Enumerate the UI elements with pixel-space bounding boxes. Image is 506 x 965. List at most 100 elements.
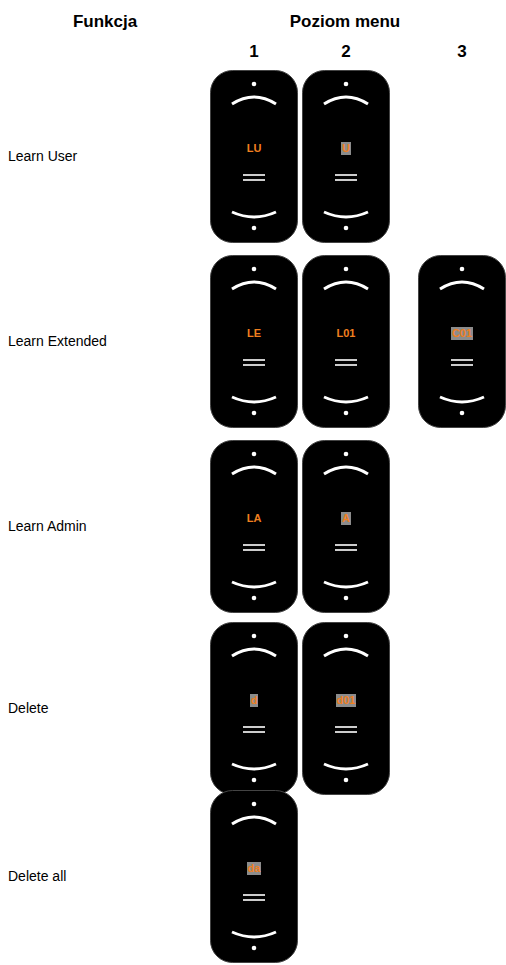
top-arc [232,282,276,289]
function-name: Delete all [8,868,66,884]
equals-line [243,544,265,546]
top-dot [460,267,465,272]
remote-display: A [302,440,390,613]
column-header: Funkcja [73,12,137,32]
top-arc [324,282,368,289]
bottom-arc [232,212,276,217]
display-code: L01 [336,327,357,340]
equals-line [243,894,265,896]
display-code: LE [246,327,262,340]
remote-display: U [302,70,390,243]
top-arc [324,649,368,656]
top-arc [232,817,276,824]
device-body [211,791,298,963]
function-name: Delete [8,700,48,716]
remote-display: da [210,790,298,963]
top-dot [252,634,257,639]
device-outline [302,622,390,795]
top-arc [440,282,484,289]
device-outline [302,255,390,428]
equals-line [243,726,265,728]
top-arc [324,97,368,104]
top-dot [344,267,349,272]
bottom-dot [344,226,349,231]
device-body [211,71,298,243]
device-body [303,441,390,613]
bottom-dot [344,778,349,783]
function-name: Learn Admin [8,518,87,534]
device-outline [210,622,298,795]
level-number: 2 [341,42,350,62]
bottom-dot [460,411,465,416]
device-outline [210,440,298,613]
top-dot [344,452,349,457]
bottom-arc [324,212,368,217]
bottom-dot [252,596,257,601]
remote-display: L01 [302,255,390,428]
display-code: LA [246,512,263,525]
bottom-dot [344,411,349,416]
function-name: Learn Extended [8,333,107,349]
device-body [303,623,390,795]
remote-display: LU [210,70,298,243]
top-dot [252,82,257,87]
equals-line [335,179,357,181]
bottom-dot [252,778,257,783]
bottom-dot [252,226,257,231]
equals-line [243,364,265,366]
top-dot [344,82,349,87]
top-arc [232,97,276,104]
display-code: LU [246,142,263,155]
equals-line [243,359,265,361]
equals-line [243,174,265,176]
equals-line [335,549,357,551]
top-arc [232,467,276,474]
equals-line [335,544,357,546]
device-body [211,441,298,613]
device-outline [210,790,298,963]
equals-line [243,899,265,901]
bottom-dot [344,596,349,601]
equals-line [335,726,357,728]
remote-display: C01 [418,255,506,428]
equals-line [451,359,473,361]
bottom-dot [252,946,257,951]
remote-display: LE [210,255,298,428]
device-body [419,256,506,428]
bottom-arc [324,582,368,587]
equals-line [335,731,357,733]
function-name: Learn User [8,148,77,164]
bottom-arc [232,582,276,587]
device-body [303,256,390,428]
level-number: 1 [249,42,258,62]
display-code: d [250,694,259,707]
display-code: A [341,512,351,525]
bottom-arc [232,397,276,402]
bottom-arc [440,397,484,402]
remote-display: d01 [302,622,390,795]
device-outline [302,70,390,243]
remote-display: d [210,622,298,795]
equals-line [243,731,265,733]
equals-line [335,359,357,361]
device-outline [210,255,298,428]
bottom-arc [324,397,368,402]
display-code: d01 [336,694,357,707]
equals-line [243,549,265,551]
column-header: Poziom menu [290,12,401,32]
device-body [303,71,390,243]
top-dot [252,452,257,457]
equals-line [335,364,357,366]
top-dot [344,634,349,639]
equals-line [451,364,473,366]
device-body [211,623,298,795]
display-code: C01 [451,327,473,340]
device-outline [302,440,390,613]
level-number: 3 [457,42,466,62]
bottom-arc [232,932,276,937]
equals-line [335,174,357,176]
device-outline [210,70,298,243]
bottom-arc [324,764,368,769]
top-dot [252,802,257,807]
device-outline [418,255,506,428]
